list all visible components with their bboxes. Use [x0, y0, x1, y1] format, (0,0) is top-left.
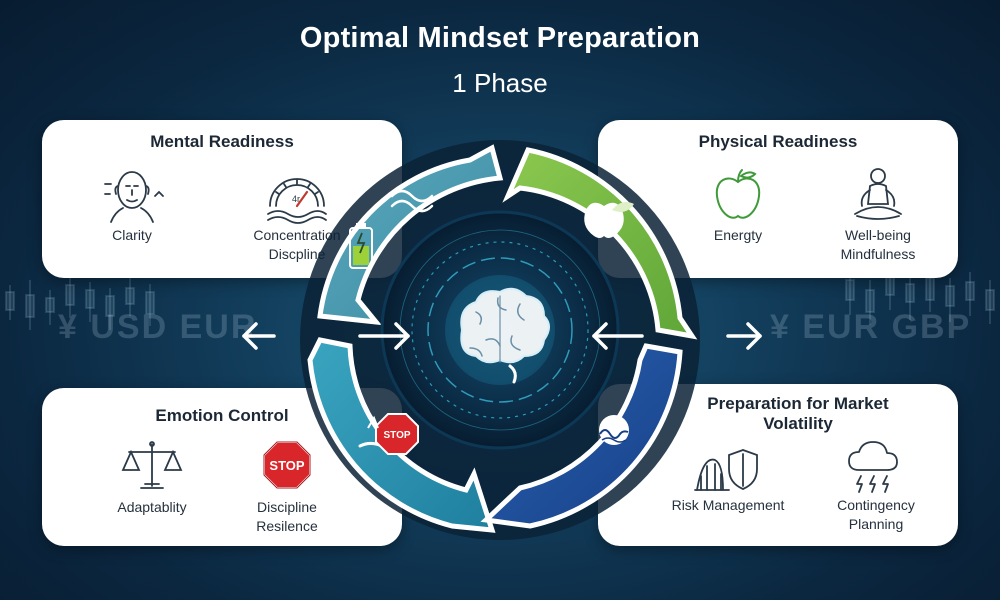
card-market-volatility: Preparation for Market Volatility Risk M… — [598, 384, 958, 546]
gauge-icon: 4r — [267, 178, 327, 224]
apple-icon — [715, 169, 761, 219]
card-title-mental: Mental Readiness — [150, 132, 294, 151]
page-subtitle: 1 Phase — [452, 68, 548, 98]
battery-icon — [349, 223, 373, 269]
card-title-physical: Physical Readiness — [698, 132, 858, 151]
item-discipline-resilience: STOP Discipline Resilence — [217, 436, 357, 536]
stop-sign-icon: STOP — [263, 441, 311, 489]
svg-text:4r: 4r — [292, 194, 300, 204]
item-mindfulness-label: Mindfulness — [840, 246, 916, 262]
hub-core-ring-1 — [411, 241, 589, 419]
item-concentration: 4r Concentration Discpline — [227, 164, 367, 264]
bg-currency-right: ¥ EUR GBP — [770, 308, 972, 346]
item-discipline-label: Discpline — [268, 246, 326, 262]
card-physical-readiness: Physical Readiness Energty Well-being Mi… — [598, 120, 958, 278]
item-contingency-label: Contingency — [837, 497, 915, 513]
item-risk-management: Risk Management — [658, 444, 798, 515]
segment-mental — [317, 144, 504, 326]
card-title-volatility: Preparation for Market — [707, 394, 889, 413]
hub-core-ring-2 — [427, 257, 573, 403]
shield-rollercoaster-icon — [694, 449, 758, 491]
stop-sign-text: STOP — [269, 458, 304, 473]
brain-icon — [460, 287, 550, 384]
arrow-right-double — [592, 322, 762, 350]
item-clarity: Clarity — [62, 164, 202, 245]
face-outline-icon — [104, 171, 164, 223]
item-clarity-label: Clarity — [112, 227, 152, 243]
apple-leaf-icon — [584, 202, 634, 238]
segment-emotion — [307, 337, 496, 533]
item-concentration-label: Concentration — [253, 227, 341, 243]
item-adaptability-label: Adaptablity — [117, 499, 187, 515]
card-title-volatility-2: Volatility — [763, 414, 833, 433]
card-emotion-control: Emotion Control Adaptablity STOP Discipl… — [42, 388, 402, 546]
page-title: Optimal Mindset Preparation — [299, 22, 701, 54]
meditation-icon — [854, 168, 902, 220]
card-title-emotion: Emotion Control — [155, 406, 289, 425]
item-energy: Energty — [668, 164, 808, 245]
item-wellbeing-label: Well-being — [845, 227, 911, 243]
storm-cloud-icon — [848, 441, 898, 493]
arrow-left-double — [242, 322, 410, 350]
item-discipline-label-2: Discipline — [257, 499, 317, 515]
hub-stop-text: STOP — [383, 430, 410, 441]
item-planning-label: Planning — [848, 516, 904, 532]
balance-scale-icon — [121, 441, 183, 489]
wave-globe-icon — [599, 415, 629, 445]
item-resilience-label: Resilence — [256, 518, 318, 534]
item-adaptability: Adaptablity — [82, 436, 222, 517]
segment-physical — [502, 147, 698, 340]
stop-hand-icon: STOP — [358, 413, 419, 455]
waves-icon — [390, 189, 434, 213]
item-contingency: Contingency Planning — [806, 438, 946, 534]
bg-currency-left: ¥ USD EUR — [58, 308, 258, 346]
item-energy-label: Energty — [713, 227, 763, 243]
item-wellbeing: Well-being Mindfulness — [808, 164, 948, 264]
item-risk-management-label: Risk Management — [671, 497, 785, 513]
